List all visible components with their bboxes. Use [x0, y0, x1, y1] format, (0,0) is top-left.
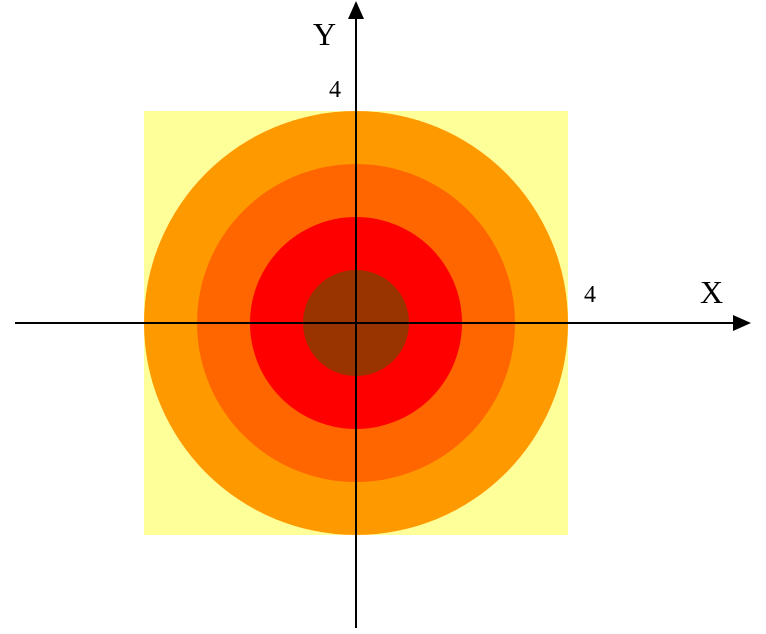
x-axis-label: X [700, 274, 723, 310]
y-axis-label: Y [313, 16, 336, 52]
y-axis-arrowhead [348, 1, 364, 19]
x-tick-label: 4 [584, 282, 596, 308]
y-tick-label: 4 [329, 77, 341, 103]
x-axis-arrowhead [733, 315, 751, 331]
